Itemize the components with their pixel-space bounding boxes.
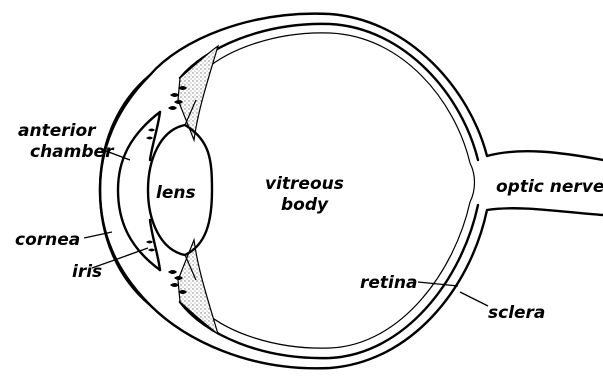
label-sclera: sclera [488,303,545,323]
cornea-inner [118,112,160,270]
label-optic-nerve: optic nerve [496,177,603,197]
label-lens: lens [156,183,196,203]
label-body: body [281,195,329,215]
optic-disc [470,163,475,202]
label-retina: retina [360,273,417,293]
label-anterior: anterior [18,121,97,141]
cornea-outline [100,75,150,305]
leader-lines [84,148,488,306]
label-cornea: cornea [15,230,80,250]
label-iris: iris [72,262,102,282]
label-chamber: chamber [30,142,115,162]
label-vitreous: vitreous [265,174,344,194]
